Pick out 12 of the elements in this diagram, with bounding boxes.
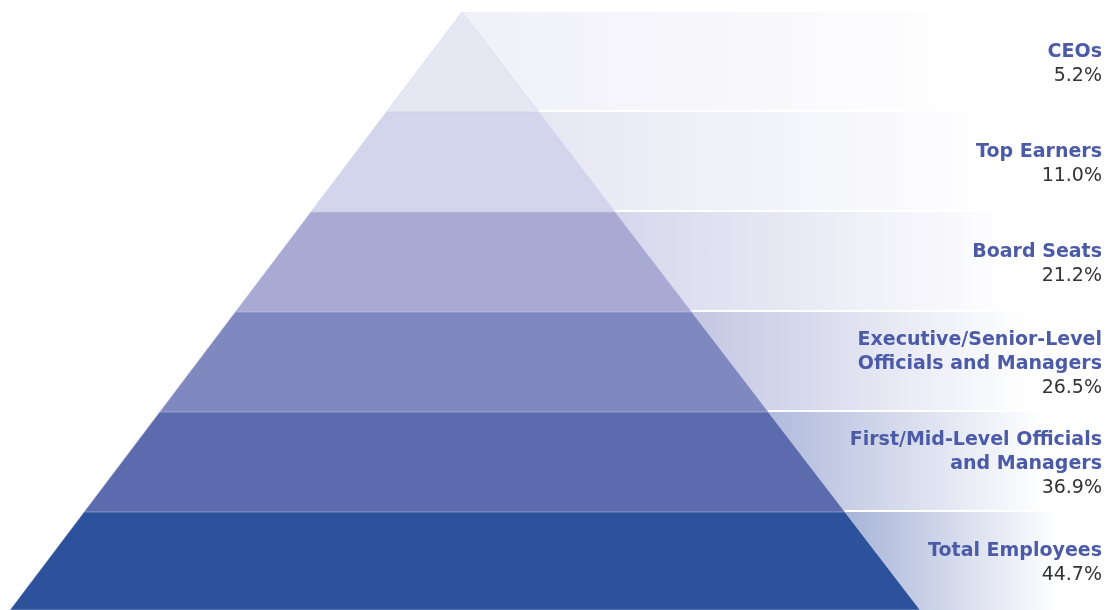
- percentage-value: 44.7%: [1041, 561, 1102, 585]
- percentage-value: 36.9%: [1041, 474, 1102, 498]
- tier-label: Executive/Senior-Level Officials and Managers: [856, 326, 1102, 374]
- tier-label: Total Employees: [928, 537, 1102, 561]
- tier-label: First/Mid-Level Officials and Managers: [848, 426, 1102, 474]
- percentage-value: 5.2%: [1053, 62, 1102, 86]
- percentage-value: 21.2%: [1041, 262, 1102, 286]
- percentage-value: 11.0%: [1041, 162, 1102, 186]
- percentage-value: 26.5%: [1041, 374, 1102, 398]
- tier-label: Top Earners: [976, 138, 1102, 162]
- tier-label: Board Seats: [972, 238, 1102, 262]
- tier-label: CEOs: [1047, 38, 1102, 62]
